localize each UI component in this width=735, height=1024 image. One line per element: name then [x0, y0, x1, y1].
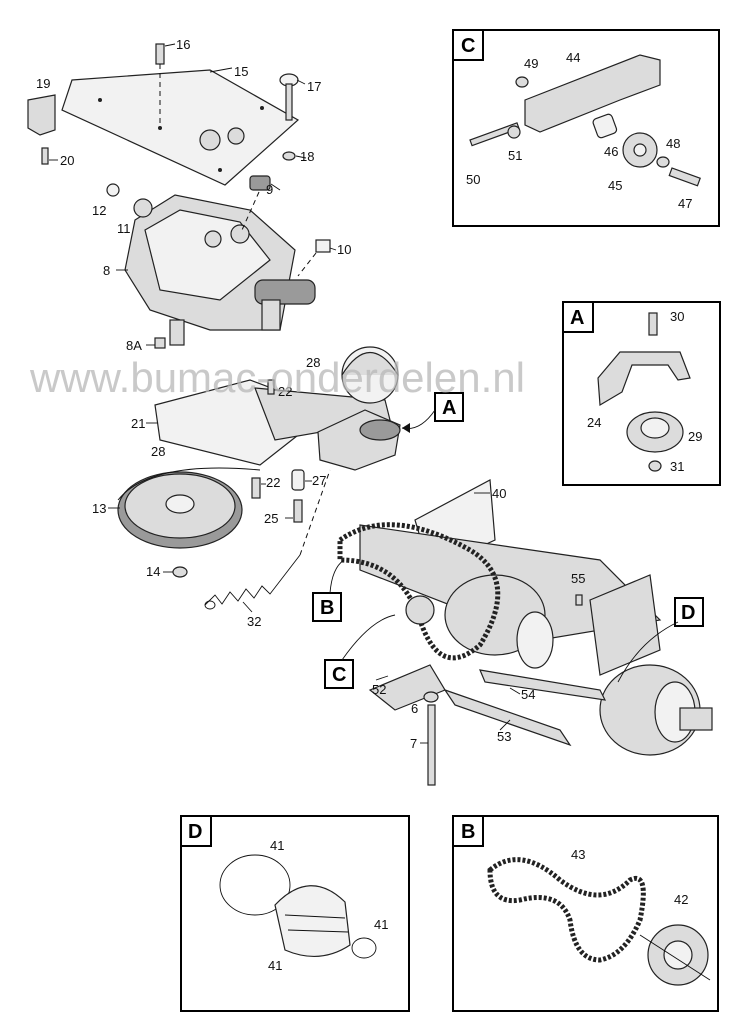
callout-54: 54 — [521, 687, 535, 702]
tag-box-b — [312, 592, 342, 622]
gearbox — [124, 194, 316, 346]
panel-d-letter: D — [188, 821, 202, 843]
callout-13: 13 — [92, 501, 106, 516]
callout-28b: 28 — [151, 444, 165, 459]
callout-18: 18 — [300, 149, 314, 164]
callout-27: 27 — [312, 473, 326, 488]
callout-9: 9 — [266, 182, 273, 197]
tag-a-letter: A — [442, 397, 456, 419]
panel-c-label-44: 44 — [566, 50, 580, 65]
panel-b-letter: B — [461, 821, 475, 843]
tag-b-letter: B — [320, 597, 334, 619]
bolt-16 — [155, 43, 165, 65]
detail-panel-a: A 30 24 29 31 — [562, 301, 721, 486]
callout-15: 15 — [234, 64, 248, 79]
panel-c-label-45: 45 — [608, 178, 622, 193]
part-10 — [315, 239, 331, 253]
bolt-25 — [293, 499, 303, 523]
panel-a-label-24: 24 — [587, 415, 601, 430]
callout-16: 16 — [176, 37, 190, 52]
callout-53: 53 — [497, 729, 511, 744]
tag-c-letter: C — [332, 664, 346, 686]
sprocket-11 — [133, 198, 153, 218]
panel-c-label-47: 47 — [678, 196, 692, 211]
panel-c-label-48: 48 — [666, 136, 680, 151]
drive-chain — [337, 522, 501, 661]
callout-12: 12 — [92, 203, 106, 218]
callout-20: 20 — [60, 153, 74, 168]
panel-c-label-50: 50 — [466, 172, 480, 187]
tag-box-c — [324, 659, 354, 689]
bolt-7 — [427, 704, 436, 786]
detail-panel-d: D 41 41 41 — [180, 815, 410, 1012]
callout-40: 40 — [492, 486, 506, 501]
panel-a-label-31: 31 — [670, 459, 684, 474]
panel-d-label-41-bottom: 41 — [268, 958, 282, 973]
panel-a-label-29: 29 — [688, 429, 702, 444]
bolt-20 — [41, 147, 49, 165]
callout-19: 19 — [36, 76, 50, 91]
circlip-12 — [106, 183, 120, 197]
tag-box-a — [434, 392, 464, 422]
callout-52: 52 — [372, 682, 386, 697]
sprocket-main — [405, 595, 435, 625]
tag-d-letter: D — [681, 602, 695, 624]
callout-32: 32 — [247, 614, 261, 629]
rear-axle-assembly — [359, 479, 713, 756]
panel-c-label-51: 51 — [508, 148, 522, 163]
tag-box-d — [674, 597, 704, 627]
callout-17: 17 — [307, 79, 321, 94]
panel-c-letter: C — [461, 35, 475, 57]
callout-22b: 22 — [266, 475, 280, 490]
callout-55: 55 — [571, 571, 585, 586]
watermark: www.bumac-onderdelen.nl — [29, 354, 525, 401]
callout-6: 6 — [411, 701, 418, 716]
panel-b-label-43: 43 — [571, 847, 585, 862]
panel-d-label-41-top: 41 — [270, 838, 284, 853]
panel-d-label-41-right: 41 — [374, 917, 388, 932]
plate-hole-small — [227, 127, 245, 145]
panel-c-label-49: 49 — [524, 56, 538, 71]
detail-panel-c: C 49 44 51 46 48 50 45 47 — [452, 29, 720, 227]
callout-25: 25 — [264, 511, 278, 526]
plate-hole-large — [199, 129, 221, 151]
panel-a-label-30: 30 — [670, 309, 684, 324]
callout-22a: 22 — [278, 384, 292, 399]
spacer-27 — [291, 469, 305, 491]
panel-c-label-46: 46 — [604, 144, 618, 159]
nut-18 — [282, 151, 296, 161]
main-exploded-view: 16 15 17 19 18 20 9 12 11 10 8 8A 28 22 … — [27, 37, 713, 786]
callout-21: 21 — [131, 416, 145, 431]
callout-10: 10 — [337, 242, 351, 257]
panel-a-letter: A — [570, 307, 584, 329]
washer-6 — [423, 691, 439, 703]
fitting-8a — [154, 337, 166, 349]
callout-7: 7 — [410, 736, 417, 751]
detail-panel-b: B 43 42 — [452, 815, 719, 1012]
callout-8a: 8A — [126, 338, 142, 353]
bracket-19 — [27, 94, 56, 136]
callout-8: 8 — [103, 263, 110, 278]
sensor-9 — [249, 175, 271, 191]
callout-11: 11 — [117, 221, 131, 236]
spring-32 — [204, 554, 301, 606]
callout-28a: 28 — [306, 355, 320, 370]
mounting-plate — [61, 69, 300, 186]
callout-14: 14 — [146, 564, 160, 579]
panel-b-label-42: 42 — [674, 892, 688, 907]
drive-pulley-13 — [117, 467, 261, 549]
washer-14 — [172, 566, 188, 578]
bolt-22 — [251, 477, 261, 499]
